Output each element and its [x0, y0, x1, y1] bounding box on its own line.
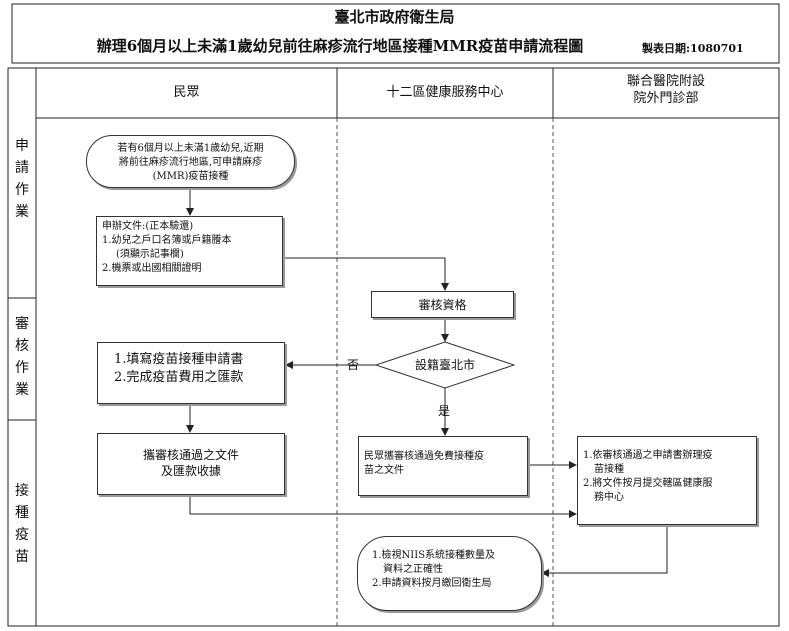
lane-header-center: 十二區健康服務中心: [386, 85, 504, 100]
hospital-line3: 2.將文件按月提交轄區健康服: [583, 478, 713, 489]
edge-documents-review: [283, 257, 449, 291]
documents-line4: 2.機票或出國相關證明: [102, 263, 202, 274]
lane-header-public: 民眾: [173, 85, 200, 100]
hospital-line4: 務中心: [594, 492, 624, 503]
lane-header-hospital-line2: 院外門診部: [633, 91, 699, 106]
fill-form-line1: 1.填寫疫苗接種申請書: [114, 352, 244, 367]
edge-label-yes: 是: [438, 404, 451, 418]
carry-docs-line2: 及匯款收據: [160, 464, 221, 478]
issue-date: 製表日期:1080701: [642, 42, 744, 55]
end-line1: 1.檢視NIIS系統接種數量及: [372, 550, 496, 561]
start-line1: 若有6個月以上未滿1歲幼兒,近期: [117, 143, 264, 154]
title-frame: [11, 3, 780, 64]
end-line3: 2.申請資料按月繳回衛生局: [372, 578, 492, 589]
edge-label-no: 否: [347, 358, 360, 372]
carry-free-line1: 民眾攜審核通過免費接種疫: [364, 451, 484, 462]
start-line3: (MMR)疫苗接種: [152, 171, 229, 182]
end-node: 1.檢視NIIS系統接種數量及 資料之正確性 2.申請資料按月繳回衛生局: [357, 536, 542, 611]
lane-header-hospital-line1: 聯合醫院附設: [626, 74, 705, 89]
carry-docs-line1: 攜審核通過之文件: [142, 448, 239, 462]
end-line2: 資料之正確性: [383, 564, 443, 575]
documents-line1: 申辦文件:(正本驗還): [102, 221, 194, 232]
documents-line3: (須顯示記事欄): [116, 249, 184, 260]
hospital-node: 1.依審核通過之申請書辦理疫 苗接種 2.將文件按月提交轄區健康服 務中心: [577, 436, 757, 525]
lane-header-hospital: 聯合醫院附設 院外門診部: [553, 73, 779, 107]
edge-hospital-end: [541, 525, 668, 577]
review-node: 審核資格: [371, 291, 514, 318]
hospital-line1: 1.依審核通過之申請書辦理疫: [583, 450, 713, 461]
start-line2: 將前往麻疹流行地區,可申請麻疹: [118, 157, 263, 168]
fill-form-line2: 2.完成疫苗費用之匯款: [114, 370, 244, 385]
phase-review: 審核作業: [15, 316, 29, 398]
documents-line2: 1.幼兒之戶口名簿或戶籍謄本: [102, 235, 232, 246]
phase-vaccinate: 接種疫苗: [15, 483, 29, 565]
start-node: 若有6個月以上未滿1歲幼兒,近期 將前往麻疹流行地區,可申請麻疹 (MMR)疫苗…: [86, 135, 295, 188]
documents-node: 申辦文件:(正本驗還) 1.幼兒之戶口名簿或戶籍謄本 (須顯示記事欄) 2.機票…: [96, 216, 283, 286]
hospital-line2: 苗接種: [594, 464, 624, 475]
flowchart-title: 辦理6個月以上未滿1歲幼兒前往麻疹流行地區接種MMR疫苗申請流程圖: [96, 37, 584, 55]
decision-label: 設籍臺北市: [414, 358, 475, 372]
carry-docs-node: 攜審核通過之文件 及匯款收據: [97, 433, 285, 495]
phase-apply: 申請作業: [15, 138, 29, 220]
edge-carry-hospital: [189, 495, 577, 518]
fill-form-node: 1.填寫疫苗接種申請書 2.完成疫苗費用之匯款: [97, 342, 285, 404]
org-title: 臺北市政府衛生局: [334, 8, 455, 26]
carry-free-line2: 苗之文件: [364, 465, 404, 476]
carry-free-node: 民眾攜審核通過免費接種疫 苗之文件: [358, 436, 528, 496]
main-frame: [7, 67, 780, 627]
